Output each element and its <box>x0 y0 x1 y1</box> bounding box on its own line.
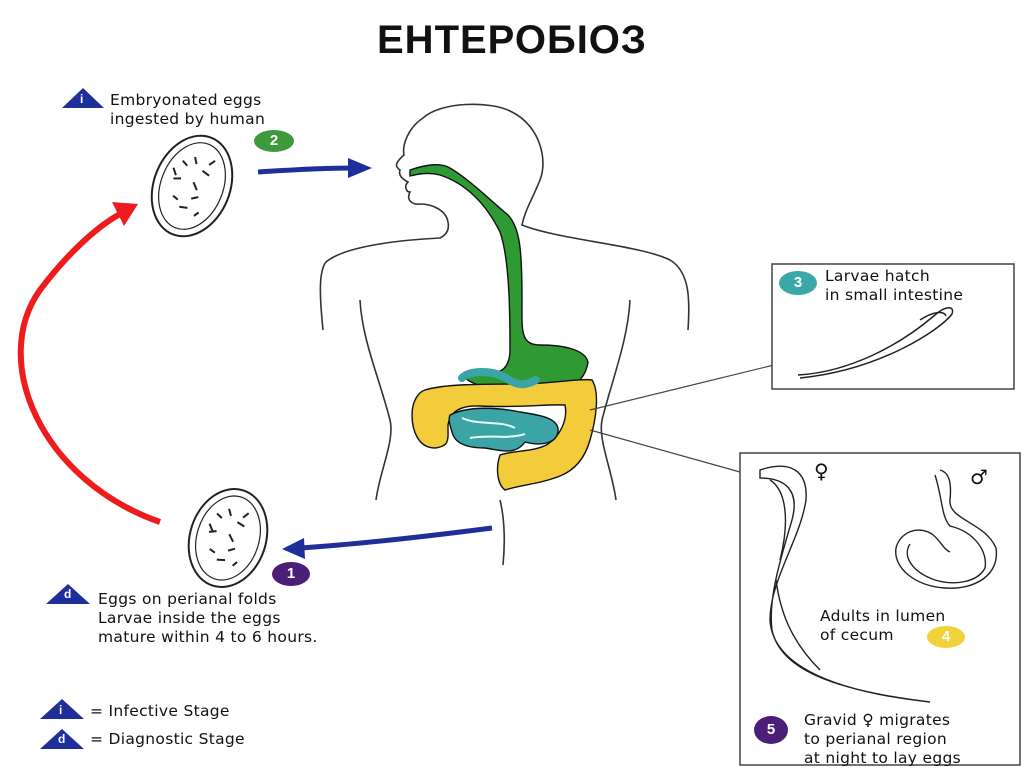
stage3-label: Larvae hatch in small intestine <box>825 267 964 304</box>
adults-box <box>739 452 1021 766</box>
male-symbol: ♂ <box>970 465 989 489</box>
stage4-label: Adults in lumen of cecum <box>820 607 946 644</box>
female-worm <box>759 465 931 703</box>
female-symbol: ♀ <box>814 459 829 483</box>
esophagus-stomach <box>409 163 589 393</box>
egg-ingested <box>150 134 234 238</box>
stage5-number-badge: 5 <box>754 716 788 744</box>
diagnostic-marker-stage1: d <box>46 584 90 604</box>
larva-drawing <box>797 307 954 379</box>
legend-diagnostic-marker: d <box>40 729 84 749</box>
stage1-label: Eggs on perianal folds Larvae inside the… <box>98 590 318 646</box>
male-worm <box>895 469 998 589</box>
stage1-number-badge: 1 <box>272 562 310 586</box>
egg-perianal <box>187 488 269 588</box>
large-intestine <box>411 378 598 491</box>
stage2-label: Embryonated eggs ingested by human <box>110 91 266 128</box>
stage2-number-badge: 2 <box>254 130 294 152</box>
duodenum <box>458 368 540 389</box>
infective-marker-stage2: i <box>62 88 104 108</box>
arrow-cycle-return <box>17 202 161 525</box>
legend-infective-marker: i <box>40 699 84 719</box>
arrow-to-mouth <box>257 158 372 178</box>
stage3-number-badge: 3 <box>779 271 817 295</box>
stage5-label: Gravid ♀ migrates to perianal region at … <box>804 711 961 767</box>
legend-diagnostic-text: = Diagnostic Stage <box>90 730 245 748</box>
human-body-outline <box>319 103 690 566</box>
arrow-to-perianal <box>282 525 493 559</box>
small-intestine <box>448 407 559 452</box>
page-title: ЕНТЕРОБІОЗ <box>377 18 647 62</box>
stage4-number-badge: 4 <box>927 626 965 648</box>
legend-infective-text: = Infective Stage <box>90 702 230 720</box>
